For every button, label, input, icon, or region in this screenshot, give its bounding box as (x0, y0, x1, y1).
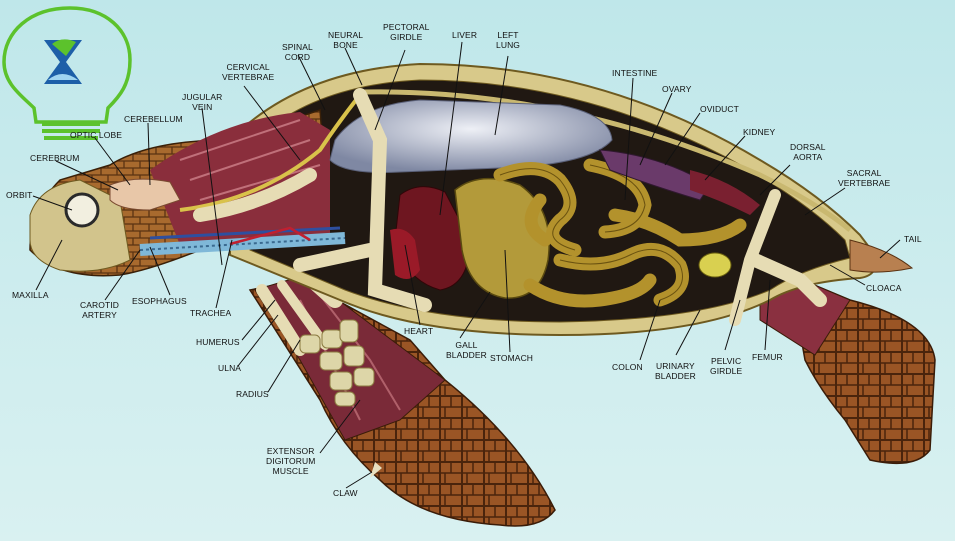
label-cloaca: CLOACA (866, 283, 902, 293)
label-sacral-vertebrae: SACRAL VERTEBRAE (838, 168, 891, 188)
label-intestine: INTESTINE (612, 68, 658, 78)
label-ovary: OVARY (662, 84, 692, 94)
label-neural-bone: NEURAL BONE (328, 30, 364, 50)
label-gall-bladder: GALL BLADDER (446, 340, 487, 360)
label-pectoral-girdle: PECTORAL GIRDLE (383, 22, 430, 42)
turtle-body (29, 62, 914, 337)
label-cervical-vertebrae: CERVICAL VERTEBRAE (222, 62, 275, 82)
label-esophagus: ESOPHAGUS (132, 296, 187, 306)
label-stomach: STOMACH (490, 353, 534, 363)
label-urinary-bladder: URINARY BLADDER (655, 361, 696, 381)
label-left-lung: LEFT LUNG (496, 30, 521, 50)
label-femur: FEMUR (752, 352, 783, 362)
label-extensor-digitorum-muscle: EXTENSOR DIGITORUM MUSCLE (266, 446, 316, 476)
label-orbit: ORBIT (6, 190, 33, 200)
label-jugular-vein: JUGULAR VEIN (182, 92, 223, 112)
label-claw: CLAW (333, 488, 358, 498)
label-cerebellum: CEREBELLUM (124, 114, 183, 124)
label-radius: RADIUS (236, 389, 269, 399)
label-maxilla: MAXILLA (12, 290, 49, 300)
label-humerus: HUMERUS (196, 337, 240, 347)
label-pointer-lines (32, 41, 901, 489)
label-carotid-artery: CAROTID ARTERY (80, 300, 119, 320)
label-liver: LIVER (452, 30, 478, 40)
label-pelvic-girdle: PELVIC GIRDLE (710, 356, 743, 376)
lightbulb-hourglass-icon (2, 6, 132, 140)
label-tail: TAIL (904, 234, 922, 244)
label-colon: COLON (612, 362, 643, 372)
label-cerebrum: CEREBRUM (30, 153, 80, 163)
label-spinal-cord: SPINAL CORD (282, 42, 313, 62)
label-kidney: KIDNEY (743, 127, 776, 137)
label-ulna: ULNA (218, 363, 242, 373)
label-oviduct: OVIDUCT (700, 104, 739, 114)
label-dorsal-aorta: DORSAL AORTA (790, 142, 826, 162)
label-heart: HEART (404, 326, 434, 336)
label-trachea: TRACHEA (190, 308, 232, 318)
label-optic-lobe: OPTIC LOBE (70, 130, 123, 140)
